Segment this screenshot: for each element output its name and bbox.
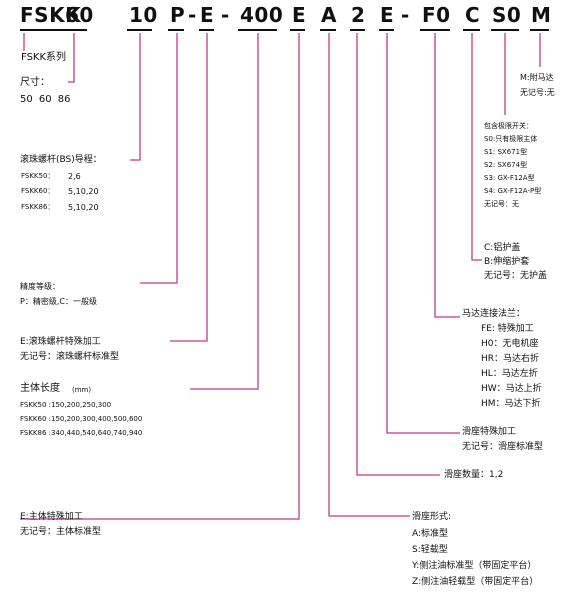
code-length: 400 [240,3,284,27]
limit-switch-label: 包含极限开关： [484,122,533,130]
code-series: FSKK [20,3,82,27]
code-underline [127,29,152,31]
code-dash: - [221,3,230,27]
code-precision: P [170,3,186,27]
connector-motor-flange [434,33,460,318]
lead-model: FSKK86： [21,203,55,211]
code-screw-special: E [200,3,215,27]
code-slide-special: E [380,3,395,27]
code-lead: 10 [129,3,158,27]
connector-slide-count [356,33,440,476]
length-row: FSKK86 :340,440,540,640,740,940 [20,429,143,437]
lead-model: FSKK50： [21,172,55,180]
screw-special-default: 无记号：滚珠螺杆标准型 [20,352,120,362]
motor-option: M:附马达 [520,73,554,82]
code-underline [168,29,184,31]
slide-special-default: 无记号：滑座标准型 [462,442,544,452]
code-size: 60 [65,3,94,27]
motor-flange-option: FE: 特殊加工 [481,324,534,334]
motor-flange-option: HW：马达上折 [481,384,542,394]
motor-flange-option: H0：无电机座 [481,339,539,349]
screw-special-label: E:滚珠螺杆特殊加工 [20,337,101,347]
series-label: FSKK系列 [21,52,67,63]
connector-body-special [20,33,300,520]
body-special-default: 无记号：主体标准型 [20,527,102,537]
limit-switch-option: S3: GX-F12A型 [484,174,535,182]
length-label: 主体长度 [20,383,60,394]
lead-values: 2,6 [68,172,81,181]
code-cover: C [465,3,481,27]
motor-flange-option: HL：马达左折 [481,369,538,379]
code-underline [491,29,519,31]
length-row: FSKK50 :150,200,250,300 [20,401,112,409]
connector-size [68,33,75,83]
connector-lead [130,33,141,161]
limit-switch-option: S2: SX674型 [484,161,528,169]
body-special-label: E:主体特殊加工 [20,512,83,522]
code-slide-type: A [321,3,337,27]
code-underline [20,29,70,31]
limit-switch-option: S4: GX-F12A-P型 [484,187,542,195]
limit-switch-option: 无记号：无 [484,200,519,208]
code-dash: - [188,3,197,27]
slide-count-label: 滑座数量：1,2 [444,470,504,480]
lead-values: 5,10,20 [68,203,99,212]
size-values: 50 60 86 [20,94,71,105]
lead-label: 滚珠螺杆(BS)导程： [20,155,102,165]
slide-special-label: 滑座特殊加工 [462,427,517,437]
limit-switch-option: S1: SX671型 [484,148,528,156]
slide-type-label: 滑座形式: [412,512,452,522]
precision-label: 精度等级： [20,282,60,291]
motor-flange-option: HR：马达右折 [481,354,540,364]
cover-option: B:伸缩护套 [484,257,530,267]
limit-switch-option: S0:只有极限主体 [484,135,538,143]
code-underline [379,29,394,31]
code-underline [199,29,214,31]
code-underline [530,29,549,31]
code-underline [290,29,305,31]
code-motor: M [531,3,552,27]
slide-type-option: S:轻载型 [412,545,448,555]
code-motor-flange: F0 [422,3,451,27]
lead-model: FSKK60： [21,187,55,195]
connector-slide-special [386,33,460,434]
motor-option: 无记号:无 [520,88,555,97]
motor-flange-label: 马达连接法兰： [462,309,526,319]
code-underline [320,29,336,31]
slide-type-option: Y:侧注油标准型（带固定平台） [412,561,537,571]
connector-length [190,33,259,390]
code-underline [350,29,365,31]
slide-type-option: Z:侧注油轻载型（带固定平台） [412,577,539,587]
length-unit: (mm) [72,386,92,394]
code-underline [463,29,480,31]
code-underline [420,29,450,31]
motor-flange-option: HM：马达下折 [481,399,541,409]
code-underline [238,29,277,31]
cover-option: 无记号：无护盖 [484,271,548,281]
length-row: FSKK60 :150,200,300,400,500,600 [20,415,143,423]
connector-slide-type [328,33,410,517]
connector-precision [140,33,178,284]
connector-cover [471,33,482,261]
precision-detail: P：精密级,C：一般级 [20,297,97,306]
slide-type-option: A:标准型 [412,529,449,539]
code-underline [63,29,87,31]
connector-screw-special [170,33,208,342]
cover-option: C:铝护盖 [484,243,521,253]
code-slide-count: 2 [351,3,366,27]
code-body-special: E [292,3,307,27]
size-label: 尺寸： [20,77,50,88]
code-limit-switch: S0 [492,3,522,27]
code-dash: - [401,3,410,27]
lead-values: 5,10,20 [68,187,99,196]
